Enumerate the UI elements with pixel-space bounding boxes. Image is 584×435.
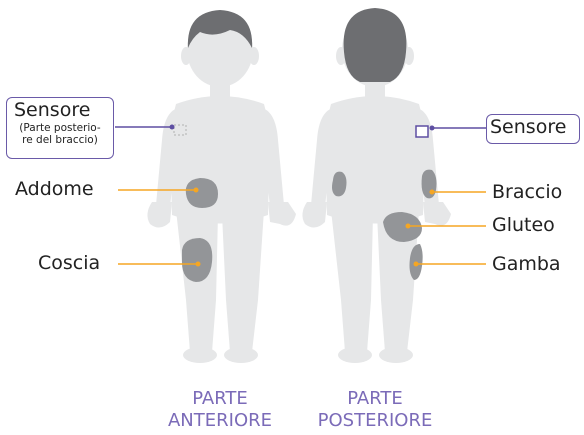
back-hair — [343, 8, 407, 82]
sensor-front-note-2: re del braccio) — [22, 134, 98, 146]
front-figure — [147, 13, 296, 363]
leader-lines — [115, 124, 486, 267]
back-sensor-marker — [415, 125, 429, 138]
back-view-caption: PARTE POSTERIORE — [305, 388, 445, 432]
front-hair — [187, 10, 253, 48]
arm-site — [421, 169, 437, 199]
buttock-dot — [405, 223, 411, 229]
arm-dot — [429, 189, 435, 195]
thigh-label: Coscia — [38, 252, 101, 274]
thigh-dot — [195, 261, 201, 267]
sensor-back-dot — [429, 125, 435, 131]
sensor-front-note-1: (Parte posterio- — [19, 122, 101, 134]
front-view-caption-line1: PARTE — [192, 388, 248, 409]
front-sensor-marker — [173, 124, 187, 136]
sensor-back-label: Sensore — [490, 116, 567, 138]
back-view-caption-line2: POSTERIORE — [317, 410, 433, 431]
front-view-caption: PARTE ANTERIORE — [150, 388, 290, 432]
abdomen-dot — [193, 187, 199, 193]
left-arm-site — [332, 171, 347, 197]
back-view-caption-line1: PARTE — [347, 388, 403, 409]
leg-label: Gamba — [492, 253, 561, 275]
arm-label: Braccio — [492, 181, 563, 203]
thigh-site — [182, 238, 213, 282]
abdomen-site — [185, 178, 218, 208]
buttock-label: Gluteo — [492, 214, 555, 236]
abdomen-label: Addome — [15, 178, 94, 200]
sensor-front-dot — [169, 124, 175, 130]
front-view-caption-line2: ANTERIORE — [167, 410, 272, 431]
sensor-back-box — [486, 114, 580, 144]
leg-dot — [413, 261, 419, 267]
sensor-front-label: Sensore — [14, 99, 91, 121]
buttock-site — [383, 212, 422, 242]
sensor-front-box — [6, 97, 114, 159]
